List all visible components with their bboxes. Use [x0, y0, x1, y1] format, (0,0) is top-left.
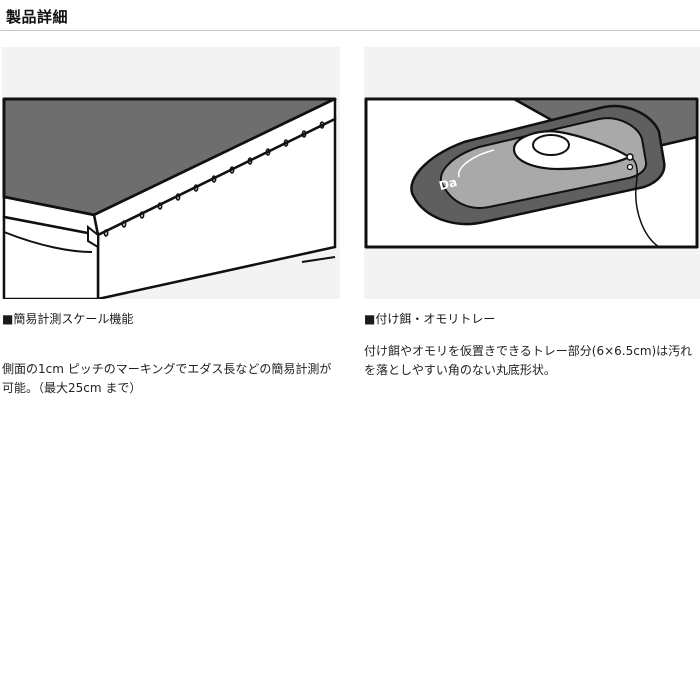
- scale-illustration: [2, 47, 340, 299]
- section-title: 製品詳細: [6, 8, 69, 26]
- feature-heading-tray: ■付け餌・オモリトレー: [364, 312, 496, 326]
- feature-desc-tray: 付け餌やオモリを仮置きできるトレー部分(6×6.5cm)は汚れを落としやすい角の…: [364, 344, 693, 377]
- section-header: 製品詳細: [0, 0, 700, 31]
- feature-desc-scale: 側面の1cm ピッチのマーキングでエダス長などの簡易計測が可能。（最大25cm …: [2, 362, 332, 395]
- tray-illustration: Da: [364, 47, 700, 299]
- feature-heading-scale: ■簡易計測スケール機能: [2, 312, 134, 326]
